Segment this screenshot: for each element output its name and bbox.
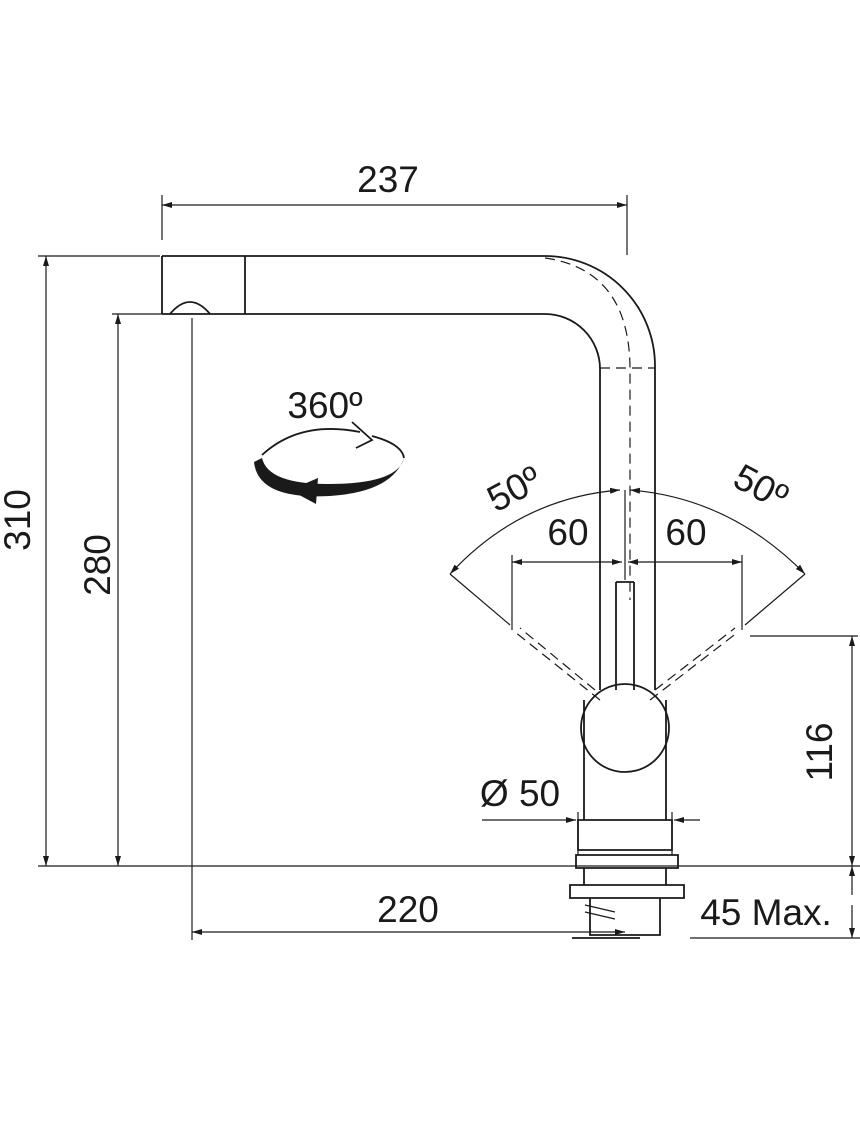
lever-angle-right-label: 50º [727,456,795,518]
lever-knob [580,683,670,773]
deck-screw [584,904,616,920]
lever-right-position [649,627,739,701]
dim-width-label: 237 [357,159,419,200]
base-column [577,700,673,851]
spout-head [161,256,246,314]
dim-deck-thickness: 45 Max. [690,866,860,939]
rotation-arrow-lower-icon [254,458,404,497]
dim-height-overall: 310 [0,255,860,867]
rotation-label: 360º [287,385,363,426]
dim-height-spout-label: 280 [77,534,118,596]
lever-stem [615,581,635,690]
dim-reach: 220 [191,318,625,940]
deck-mount [569,854,685,939]
spout-body [162,255,656,690]
lever-left-position [514,627,601,701]
dim-lever-angles: 50º 50º [449,456,806,626]
lever-reach-left-label: 60 [547,512,588,553]
faucet-outline [161,255,739,939]
spout-hidden-line [544,257,655,600]
rotation-symbol: 360º [254,385,405,504]
deck-thickness-label: 45 Max. [700,892,832,933]
dim-lever-reach: 60 60 [511,512,743,630]
dim-height-overall-label: 310 [0,489,38,551]
spray-nozzle [169,301,211,315]
reach-label: 220 [377,889,439,930]
dim-width: 237 [161,159,628,255]
lever-reach-right-label: 60 [665,512,706,553]
rotation-arrow-upper [261,421,374,456]
base-diameter-label: Ø 50 [480,773,560,814]
dim-lever-height: 116 [750,635,858,866]
dim-base-diameter: Ø 50 [480,773,700,855]
lever-height-label: 116 [799,723,840,782]
dim-height-spout: 280 [77,313,162,866]
